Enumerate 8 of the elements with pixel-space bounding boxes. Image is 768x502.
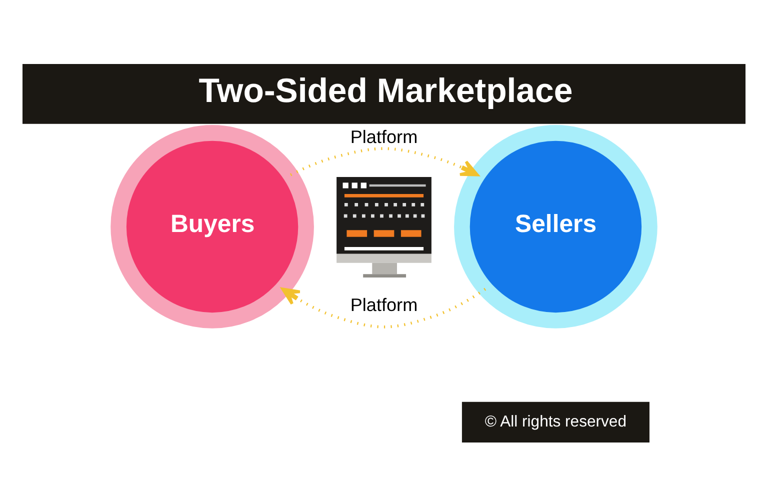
diagram-title: Two-Sided Marketplace [198, 72, 573, 110]
node-circle: Buyers [110, 125, 314, 328]
arrow [281, 288, 486, 328]
edge-label: Platform [350, 126, 418, 147]
label: © All rights reserved [484, 413, 626, 430]
edge-label: Platform [350, 295, 418, 316]
arrow [290, 147, 479, 176]
node-circle: Sellers [454, 125, 658, 328]
